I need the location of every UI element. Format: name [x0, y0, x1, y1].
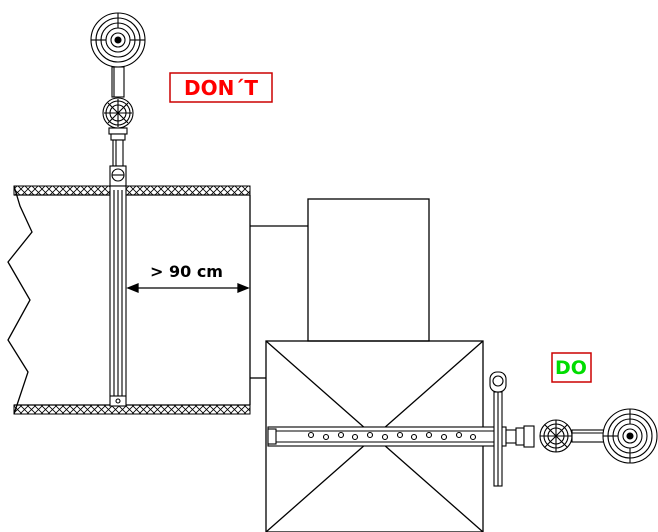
left-duct-bottom-insulation [13, 404, 251, 415]
distance-label: > 90 cm [150, 262, 223, 281]
gauge-head-top [90, 12, 146, 68]
upper-unit [307, 198, 430, 342]
dont-label: DON´T [184, 76, 258, 100]
valve-top [102, 97, 134, 129]
distance-dimension [126, 283, 250, 293]
do-label: DO [555, 357, 587, 379]
duct-connection [250, 225, 308, 379]
gauge-head-right [602, 408, 658, 464]
do-label-box: DO [551, 352, 592, 383]
left-duct [7, 185, 251, 415]
probe-wrong-position [90, 12, 146, 407]
left-duct-break-line [7, 185, 33, 415]
left-duct-top-insulation [13, 185, 251, 196]
valve-right [539, 419, 573, 453]
probe-correct-position [267, 371, 658, 487]
dont-label-box: DON´T [169, 72, 273, 103]
probe-holes [307, 431, 477, 441]
